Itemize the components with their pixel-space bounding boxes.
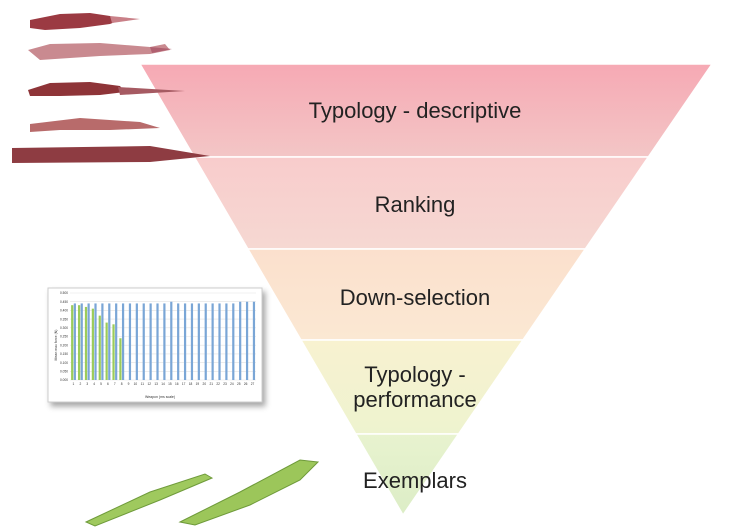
chart-xtick: 13 xyxy=(154,382,158,386)
chart-bar-blue xyxy=(135,303,138,380)
chart-bar-blue xyxy=(225,303,228,380)
chart-ytick: 0.450 xyxy=(60,300,68,304)
blade-1 xyxy=(84,473,214,527)
chart-bar-blue xyxy=(183,303,187,380)
chart-xtick: 12 xyxy=(147,382,151,386)
chart-xtick: 25 xyxy=(237,382,241,386)
blade-2 xyxy=(178,459,320,526)
chart-ytick: 0.150 xyxy=(60,352,68,356)
chart-xtick: 6 xyxy=(107,382,109,386)
chart-bar-blue xyxy=(149,303,152,380)
chart-bar-blue xyxy=(163,303,166,380)
chart-bar-blue xyxy=(142,303,145,380)
chart-bar-blue xyxy=(87,303,90,380)
chart-bar-blue xyxy=(73,303,76,380)
chart-bar-blue xyxy=(239,301,242,380)
chart-bar-blue xyxy=(121,303,125,380)
chart-ytick: 0.100 xyxy=(60,361,68,365)
chart-xtick: 17 xyxy=(182,382,186,386)
chart-ytick: 0.350 xyxy=(60,317,68,321)
blade-models xyxy=(84,459,320,527)
chart-xtick: 16 xyxy=(175,382,179,386)
chart-xtick: 20 xyxy=(203,382,207,386)
chart-bar-blue xyxy=(218,303,221,380)
chart-bar-green xyxy=(105,322,108,380)
chart-ytick: 0.500 xyxy=(60,291,68,295)
chart-bar-green xyxy=(91,308,94,380)
chart-xlabel: Weapon (ms scale) xyxy=(145,395,175,399)
chart-ytick: 0.400 xyxy=(60,309,68,313)
chart-ytick: 0.250 xyxy=(60,335,68,339)
weapon-2-blade xyxy=(150,47,172,53)
chart-xtick: 19 xyxy=(196,382,200,386)
chart-xtick: 21 xyxy=(209,382,213,386)
level-label-down-selection: Down-selection xyxy=(339,285,491,310)
level-label-typology-descriptive: Typology - descriptive xyxy=(308,98,522,123)
chart-bar-blue xyxy=(232,303,235,380)
chart-xtick: 7 xyxy=(114,382,116,386)
chart-bar-blue xyxy=(204,303,207,380)
chart-xtick: 26 xyxy=(244,382,248,386)
chart-bar-blue xyxy=(94,303,97,380)
chart-ytick: 0.200 xyxy=(60,343,68,347)
chart-bar-blue xyxy=(115,303,118,380)
weapon-4 xyxy=(30,118,160,132)
level-label-typology-performance: Typology - performance xyxy=(353,362,477,412)
chart-ytick: 0.300 xyxy=(60,326,68,330)
chart-ytick: 0.050 xyxy=(60,370,68,374)
chart-bar-green xyxy=(98,315,101,380)
chart-bar-blue xyxy=(245,301,249,380)
chart-xtick: 23 xyxy=(223,382,227,386)
weapon-1 xyxy=(30,13,120,30)
chart-bar-blue xyxy=(252,301,256,380)
weapon-photos xyxy=(12,13,210,163)
weapon-5 xyxy=(12,146,210,163)
chart-xtick: 14 xyxy=(161,382,165,386)
chart-xtick: 24 xyxy=(230,382,234,386)
chart-bar-green xyxy=(71,305,74,380)
chart-xtick: 15 xyxy=(168,382,172,386)
chart-xtick: 11 xyxy=(141,382,145,386)
chart-xtick: 2 xyxy=(79,382,81,386)
chart-area: 0.500 0.450 0.400 0.350 0.300 0.250 0.200 0.150… xyxy=(60,291,256,386)
chart-xtick: 8 xyxy=(121,382,123,386)
weapon-1-tip xyxy=(110,16,140,23)
chart-bar-blue xyxy=(190,303,194,380)
funnel-band-exemplars xyxy=(354,433,460,517)
funnel-bands xyxy=(138,63,714,517)
weapon-2 xyxy=(28,43,170,60)
bar-chart-thumbnail: 0.500 0.450 0.400 0.350 0.300 0.250 0.200 0.150… xyxy=(47,287,263,403)
chart-bar-blue xyxy=(177,303,180,380)
weapon-3 xyxy=(28,82,125,96)
chart-bar-green xyxy=(77,305,81,380)
level-label-exemplars: Exemplars xyxy=(363,468,467,493)
chart-ytick: 0.000 xyxy=(60,378,68,382)
level-label-ranking: Ranking xyxy=(374,192,456,217)
chart-xtick: 22 xyxy=(216,382,220,386)
chart-xtick: 9 xyxy=(128,382,130,386)
weapon-3-blade xyxy=(118,87,185,95)
chart-bar-green xyxy=(112,324,115,380)
chart-bar-blue xyxy=(170,301,173,380)
chart-bar-blue xyxy=(80,303,83,380)
chart-bar-blue xyxy=(211,303,214,380)
chart-xtick: 18 xyxy=(189,382,193,386)
chart-xtick: 1 xyxy=(73,382,75,386)
chart-ylabel: Mean max force (N) xyxy=(54,330,58,361)
chart-bar-green xyxy=(84,306,88,380)
chart-bar-blue xyxy=(108,303,111,380)
chart-xtick: 5 xyxy=(100,382,102,386)
chart-xtick: 3 xyxy=(86,382,88,386)
chart-xtick: 4 xyxy=(93,382,95,386)
chart-bar-blue xyxy=(197,303,200,380)
chart-bar-blue xyxy=(128,303,132,380)
chart-xtick: 10 xyxy=(134,382,138,386)
chart-bar-green xyxy=(119,338,122,380)
chart-xtick: 27 xyxy=(251,382,255,386)
chart-bar-blue xyxy=(156,303,159,380)
chart-bar-blue xyxy=(101,303,104,380)
